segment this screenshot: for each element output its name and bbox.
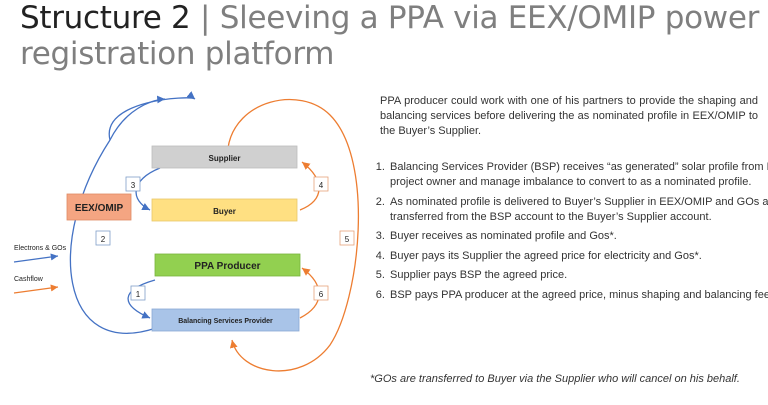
buyer-box: Buyer bbox=[151, 198, 298, 222]
bsp-box: Balancing Services Provider bbox=[151, 308, 300, 332]
bsp-label: Balancing Services Provider bbox=[178, 318, 273, 325]
flow-number-2: 2 bbox=[101, 235, 106, 244]
step-item-4: Buyer pays its Supplier the agreed price… bbox=[388, 249, 768, 264]
flow-number-badge-4: 4 bbox=[313, 176, 329, 192]
buyer-label: Buyer bbox=[213, 207, 236, 216]
step-item-3: Buyer receives as nominated profile and … bbox=[388, 229, 768, 244]
flow-number-badge-1: 1 bbox=[130, 285, 146, 301]
title-main: Structure 2 bbox=[20, 0, 191, 36]
step-item-5: Supplier pays BSP the agreed price. bbox=[388, 268, 768, 283]
title-separator: | bbox=[190, 0, 220, 36]
legend-cashflow-arrow bbox=[13, 284, 59, 294]
legend: Electrons & GOs Cashflow bbox=[13, 245, 67, 294]
title-rest-line-1: Sleeving a PPA via EEX/OMIP power bbox=[219, 0, 760, 36]
eex-omip-box: EEX/OMIP bbox=[66, 193, 132, 221]
flow-arrow-2-top bbox=[108, 91, 196, 141]
legend-cashflow-label: Cashflow bbox=[14, 276, 44, 283]
flow-number-5: 5 bbox=[345, 235, 350, 244]
page-title: Structure 2 | Sleeving a PPA via EEX/OMI… bbox=[20, 0, 760, 72]
flow-number-badge-3: 3 bbox=[125, 176, 141, 192]
steps-list: Balancing Services Provider (BSP) receiv… bbox=[358, 160, 768, 307]
intro-paragraph: PPA producer could work with one of his … bbox=[380, 95, 758, 137]
step-item-6: BSP pays PPA producer at the agreed pric… bbox=[388, 288, 768, 303]
title-line-1: Structure 2 | Sleeving a PPA via EEX/OMI… bbox=[20, 0, 760, 36]
flow-number-badge-6: 6 bbox=[313, 285, 329, 301]
ppa-producer-label: PPA Producer bbox=[194, 261, 260, 272]
supplier-label: Supplier bbox=[208, 154, 240, 163]
flow-arrow-1 bbox=[127, 279, 156, 319]
footnote: *GOs are transferred to Buyer via the Su… bbox=[370, 373, 740, 385]
flow-arrow-5 bbox=[227, 99, 360, 372]
step-item-2: As nominated profile is delivered to Buy… bbox=[388, 195, 768, 225]
flow-number-1: 1 bbox=[136, 290, 141, 299]
title-rest-line-2: registration platform bbox=[20, 36, 335, 72]
eex-omip-label: EEX/OMIP bbox=[75, 203, 124, 214]
flow-number-3: 3 bbox=[131, 181, 136, 190]
flow-number-6: 6 bbox=[319, 290, 324, 299]
flow-number-4: 4 bbox=[319, 181, 324, 190]
flow-number-badge-5: 5 bbox=[339, 230, 355, 246]
supplier-box: Supplier bbox=[151, 145, 298, 169]
legend-electrons-arrow bbox=[13, 253, 59, 263]
step-item-1: Balancing Services Provider (BSP) receiv… bbox=[388, 160, 768, 190]
flow-number-badge-2: 2 bbox=[95, 230, 111, 246]
legend-electrons-label: Electrons & GOs bbox=[14, 245, 67, 252]
ppa-producer-box: PPA Producer bbox=[154, 253, 301, 277]
